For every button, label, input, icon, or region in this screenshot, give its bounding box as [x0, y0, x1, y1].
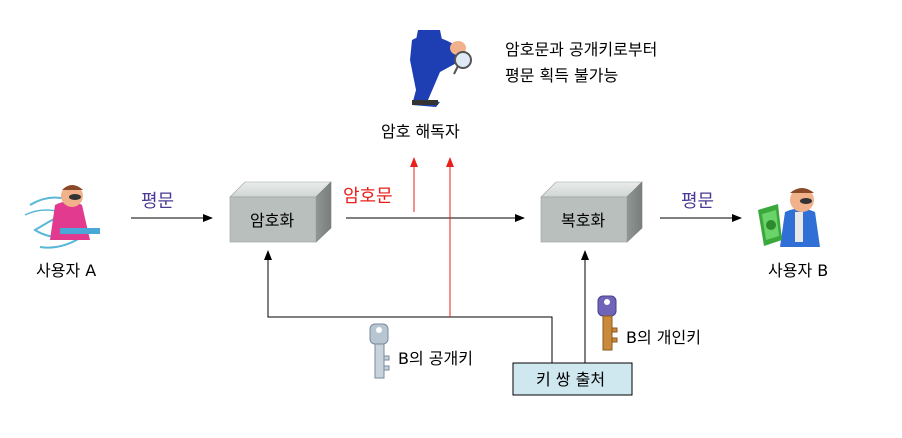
- key-icon: [597, 295, 618, 351]
- decrypt-box-shape: [540, 181, 643, 243]
- key-source-label: 키 쌍 출처: [536, 370, 606, 389]
- key-icon: [369, 323, 390, 379]
- note-line-1: 암호문과 공개키로부터: [505, 40, 658, 59]
- key-source-box: [512, 362, 633, 396]
- cryptanalyst-label: 암호 해독자: [381, 122, 460, 141]
- public-key-label: B의 공개키: [398, 349, 473, 368]
- encrypt-label: 암호화: [250, 211, 295, 230]
- user-b-label: 사용자 B: [768, 261, 829, 280]
- spy-with-magnifier-icon: [410, 30, 472, 107]
- public-key-line: [264, 250, 553, 363]
- plaintext-left-label: 평문: [141, 191, 175, 212]
- ciphertext-label: 암호문: [343, 186, 393, 207]
- plaintext-right-label: 평문: [681, 191, 715, 212]
- private-key-label: B의 개인키: [626, 328, 701, 347]
- note-line-2: 평문 획득 불가능: [505, 66, 619, 85]
- decrypt-label: 복호화: [561, 211, 606, 230]
- person-writing-icon: [24, 185, 100, 249]
- user-a-label: 사용자 A: [36, 261, 97, 280]
- encrypt-box-shape: [229, 181, 332, 243]
- person-with-money-icon: [758, 188, 820, 247]
